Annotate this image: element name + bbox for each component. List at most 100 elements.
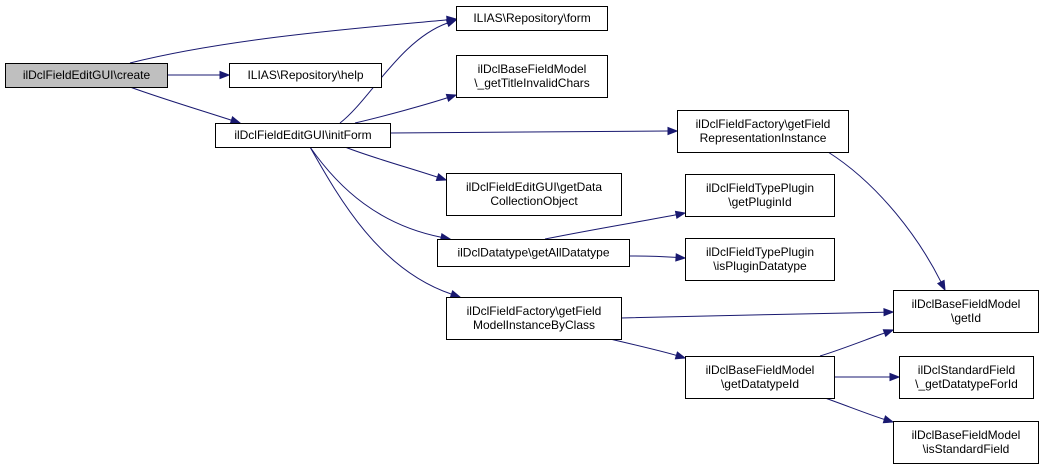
node-isPluginDatatype[interactable]: ilDclFieldTypePlugin\isPluginDatatype [685,238,835,281]
edge-line [354,97,448,124]
edge-initForm-getAllDatatype [309,146,452,242]
node-label: \getPluginId [728,195,791,209]
arrowhead-icon [889,372,901,382]
node-getFieldModelInstanceByClass[interactable]: ilDclFieldFactory\getFieldModelInstanceB… [446,297,622,340]
arrowhead-icon [883,307,895,317]
node-label: ilDclStandardField [918,363,1015,377]
node-getId[interactable]: ilDclBaseFieldModel\getId [893,290,1039,333]
node-getDatatypeForId[interactable]: ilDclStandardField\_getDatatypeForId [899,356,1034,399]
node-label: RepresentationInstance [700,131,827,145]
edge-getAllDatatype-getPluginId [544,210,687,240]
arrowhead-icon [882,329,895,338]
edge-line [819,332,885,357]
edge-initForm-getFieldRepresentationInstance [389,126,679,136]
node-label: ilDclFieldEditGUI\create [23,68,151,82]
node-label: ilDclFieldTypePlugin [706,245,814,259]
node-box[interactable] [899,356,1034,399]
arrowhead-icon [445,93,458,102]
edge-initForm-form [339,19,458,124]
node-label: ilDclBaseFieldModel [706,363,815,377]
node-box[interactable] [893,421,1039,464]
node-label: \getId [951,311,981,325]
node-label: ilDclFieldEditGUI\getData [466,180,602,194]
arrowhead-icon [674,351,687,360]
node-label: ILIAS\Repository\form [473,11,590,25]
edge-line [339,22,448,124]
edge-getDatatypeId-isStandardField [824,397,895,424]
arrowhead-icon [449,289,462,298]
edge-line [628,255,677,258]
arrowhead-icon [674,210,687,220]
node-form[interactable]: ILIAS\Repository\form [456,6,608,31]
arrowhead-icon [229,116,242,125]
arrowhead-icon [882,415,895,424]
node-label: CollectionObject [490,194,578,208]
node-label: \_getTitleInvalidChars [474,76,590,90]
edge-getFieldModelInstanceByClass-getId [620,307,895,319]
node-box[interactable] [446,173,622,216]
edge-line [544,214,677,240]
node-initForm[interactable]: ilDclFieldEditGUI\initForm [215,123,391,148]
node-isStandardField[interactable]: ilDclBaseFieldModel\isStandardField [893,421,1039,464]
arrowhead-icon [219,70,231,80]
node-box[interactable] [456,6,608,31]
node-getAllDatatype[interactable]: ilDclDatatype\getAllDatatype [437,239,630,267]
node-box[interactable] [685,238,835,281]
node-box[interactable] [446,297,622,340]
node-label: ilDclDatatype\getAllDatatype [457,246,609,260]
edge-line [827,151,942,283]
node-box[interactable] [685,356,835,399]
node-getTitleInvalidChars[interactable]: ilDclBaseFieldModel\_getTitleInvalidChar… [456,55,608,98]
node-box[interactable] [893,290,1039,333]
arrowhead-icon [445,19,458,28]
node-box[interactable] [215,123,391,148]
node-help[interactable]: ILIAS\Repository\help [229,63,382,88]
node-label: ilDclFieldFactory\getField [696,117,831,131]
edge-line [309,146,442,238]
edge-line [609,338,677,356]
node-label: ModelInstanceByClass [473,318,595,332]
node-getFieldRepresentationInstance[interactable]: ilDclFieldFactory\getFieldRepresentation… [677,110,849,153]
node-getDataCollectionObject[interactable]: ilDclFieldEditGUI\getDataCollectionObjec… [446,173,622,216]
node-box[interactable] [437,239,630,267]
edge-create-help [166,70,231,80]
call-edges [129,15,946,424]
edge-line [129,86,232,121]
arrowhead-icon [936,279,946,292]
arrowhead-icon [435,172,448,182]
node-label: ilDclBaseFieldModel [912,428,1021,442]
node-box[interactable] [456,55,608,98]
edge-getDatatypeId-getId [819,329,895,357]
node-box[interactable] [229,63,382,88]
node-label: \_getDatatypeForId [915,377,1018,391]
edge-getDatatypeId-getDatatypeForId [834,372,901,382]
node-label: \isStandardField [923,442,1010,456]
node-label: ilDclFieldFactory\getField [467,304,602,318]
node-box[interactable] [677,110,849,153]
call-nodes: ilDclFieldEditGUI\create ILIAS\Repository… [5,6,1039,464]
arrowhead-icon [667,126,679,136]
node-getPluginId[interactable]: ilDclFieldTypePlugin\getPluginId [685,174,835,217]
edge-create-initForm [129,86,242,125]
edge-create-form [129,15,458,64]
node-box[interactable] [685,174,835,217]
edge-initForm-getFieldModelInstanceByClass [309,146,462,298]
root-node-box[interactable] [5,63,168,88]
arrowhead-icon [675,253,687,262]
edge-getFieldModelInstanceByClass-getDatatypeId [609,338,687,360]
node-getDatatypeId[interactable]: ilDclBaseFieldModel\getDatatypeId [685,356,835,399]
edge-initForm-getTitleInvalidChars [354,93,458,124]
edge-line [344,146,438,178]
edge-getAllDatatype-isPluginDatatype [628,253,687,262]
edge-line [620,311,885,319]
edge-line [309,146,452,295]
edge-line [129,19,448,64]
edge-getFieldRepresentationInstance-getId [827,151,946,292]
node-label: \isPluginDatatype [713,259,807,273]
node-create[interactable]: ilDclFieldEditGUI\create [5,63,168,88]
edge-line [389,130,669,134]
edge-line [824,397,885,420]
node-label: ilDclBaseFieldModel [478,62,587,76]
edge-initForm-getDataCollectionObject [344,146,448,182]
